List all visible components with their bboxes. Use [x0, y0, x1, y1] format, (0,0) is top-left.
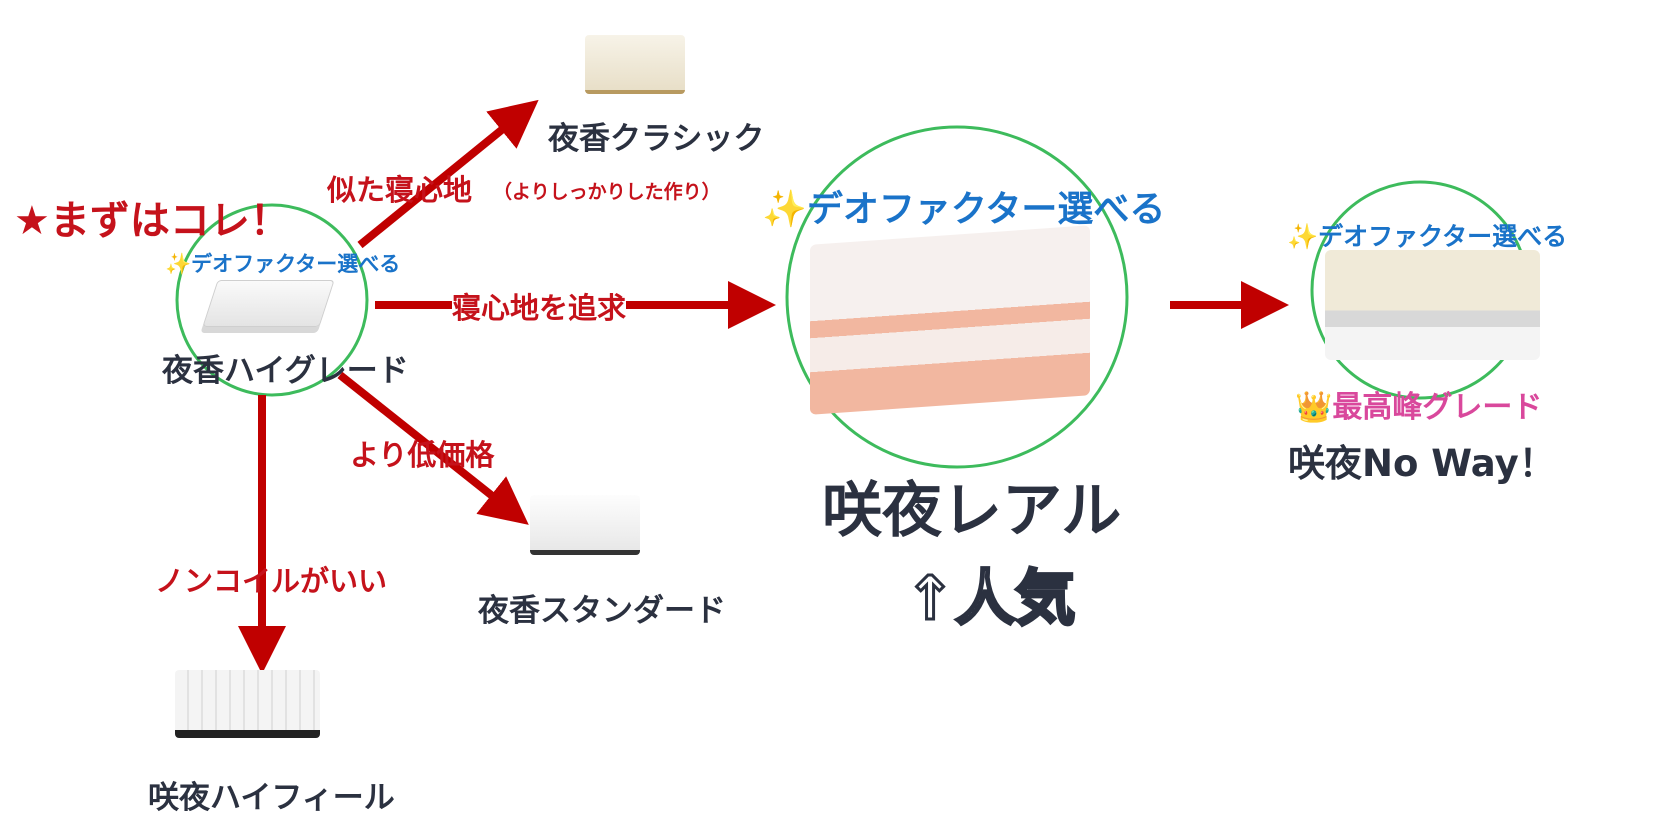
arrow-to-classic	[357, 99, 539, 249]
popular-label: ↑人気	[903, 563, 1076, 636]
defacto-badge-large: ✨デオファクター選べる	[762, 189, 1166, 230]
product-name-classic: 夜香クラシック	[548, 121, 765, 157]
product-name-highgrade: 夜香ハイグレード	[162, 353, 409, 389]
arrow-to-standard	[337, 371, 529, 525]
defacto-badge-right: ✨デオファクター選べる	[1287, 222, 1568, 251]
mattress-image-standard	[530, 495, 640, 555]
mattress-image-noway	[1325, 250, 1540, 360]
mattress-image-classic	[585, 35, 685, 94]
arrow-label-similar-note: （よりしっかりした作り）	[493, 181, 721, 203]
mattress-image-real	[810, 225, 1090, 415]
product-name-standard: 夜香スタンダード	[478, 593, 726, 629]
product-name-noway: 咲夜No Way！	[1288, 442, 1556, 485]
arrow-label-noncoil: ノンコイルがいい	[155, 564, 388, 598]
highgrade-circle	[175, 203, 369, 397]
headline: ★まずはコレ！	[14, 198, 290, 244]
product-name-highfeel: 咲夜ハイフィール	[148, 780, 395, 816]
arrow-label-pursue: 寝心地を追求	[452, 285, 627, 327]
top-grade-label: 👑最高峰グレード	[1295, 390, 1543, 425]
mattress-image-highfeel	[175, 670, 320, 738]
arrow-label-cheaper: より低価格	[350, 438, 495, 472]
arrow-label-similar: 似た寝心地	[327, 173, 473, 207]
real-circle	[785, 125, 1129, 469]
defacto-badge-small: ✨デオファクター選べる	[165, 252, 401, 276]
mattress-image-highgrade	[202, 280, 335, 327]
product-name-real: 咲夜レアル	[822, 476, 1122, 546]
